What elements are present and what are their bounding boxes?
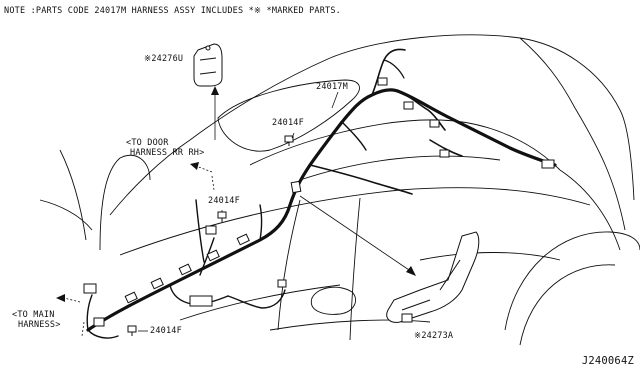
connector-icon <box>93 317 105 327</box>
arrow-icon <box>56 294 65 302</box>
arrow-icon <box>211 86 219 95</box>
connector-icon <box>178 263 192 276</box>
clip-icon <box>284 135 294 146</box>
connector-icon <box>429 119 440 128</box>
connector-icon <box>150 277 164 290</box>
wire-harness <box>86 48 557 339</box>
main-harness-label-line1: <TO MAIN <box>12 310 55 320</box>
connector-icon <box>236 233 250 246</box>
car-body-outline <box>39 34 640 346</box>
connector-icon <box>124 291 138 304</box>
connector-icon <box>290 180 302 194</box>
part-label-24014f-mid: 24014F <box>208 196 240 206</box>
arrow-icon <box>406 266 416 276</box>
part-label-24273a: ※24273A <box>414 331 454 341</box>
part-label-24017m: 24017M <box>316 82 348 92</box>
door-harness-label-line1: <TO DOOR <box>126 138 169 148</box>
connector-icon <box>83 283 97 294</box>
part-label-24014f-top: 24014F <box>272 118 304 128</box>
connector-icon <box>189 295 213 307</box>
door-harness-label-line2: HARNESS RR RH> <box>130 148 205 158</box>
clip-icon <box>127 325 137 336</box>
connector-icon <box>439 149 450 158</box>
harness-note: NOTE :PARTS CODE 24017M HARNESS ASSY INC… <box>4 6 342 16</box>
arrow-icons <box>56 86 416 302</box>
part-24276u-drawing <box>193 43 223 87</box>
connector-icon <box>205 225 217 235</box>
arrow-icon <box>190 162 199 170</box>
part-label-24014f-bottom: 24014F <box>150 326 182 336</box>
connector-icon <box>403 101 414 110</box>
harness-connectors <box>83 77 555 327</box>
clip-icons <box>127 135 294 336</box>
leader-lines <box>63 91 413 337</box>
part-label-24276u: ※24276U <box>144 54 184 64</box>
diagram-id: J240064Z <box>581 355 634 367</box>
main-harness-label-line2: HARNESS> <box>18 320 61 330</box>
clip-icon <box>217 211 227 222</box>
connector-icon <box>206 249 220 262</box>
connector-icon <box>541 159 555 169</box>
part-24273a-drawing <box>386 231 480 323</box>
connector-icon <box>377 77 388 86</box>
connector-icon <box>277 279 287 288</box>
